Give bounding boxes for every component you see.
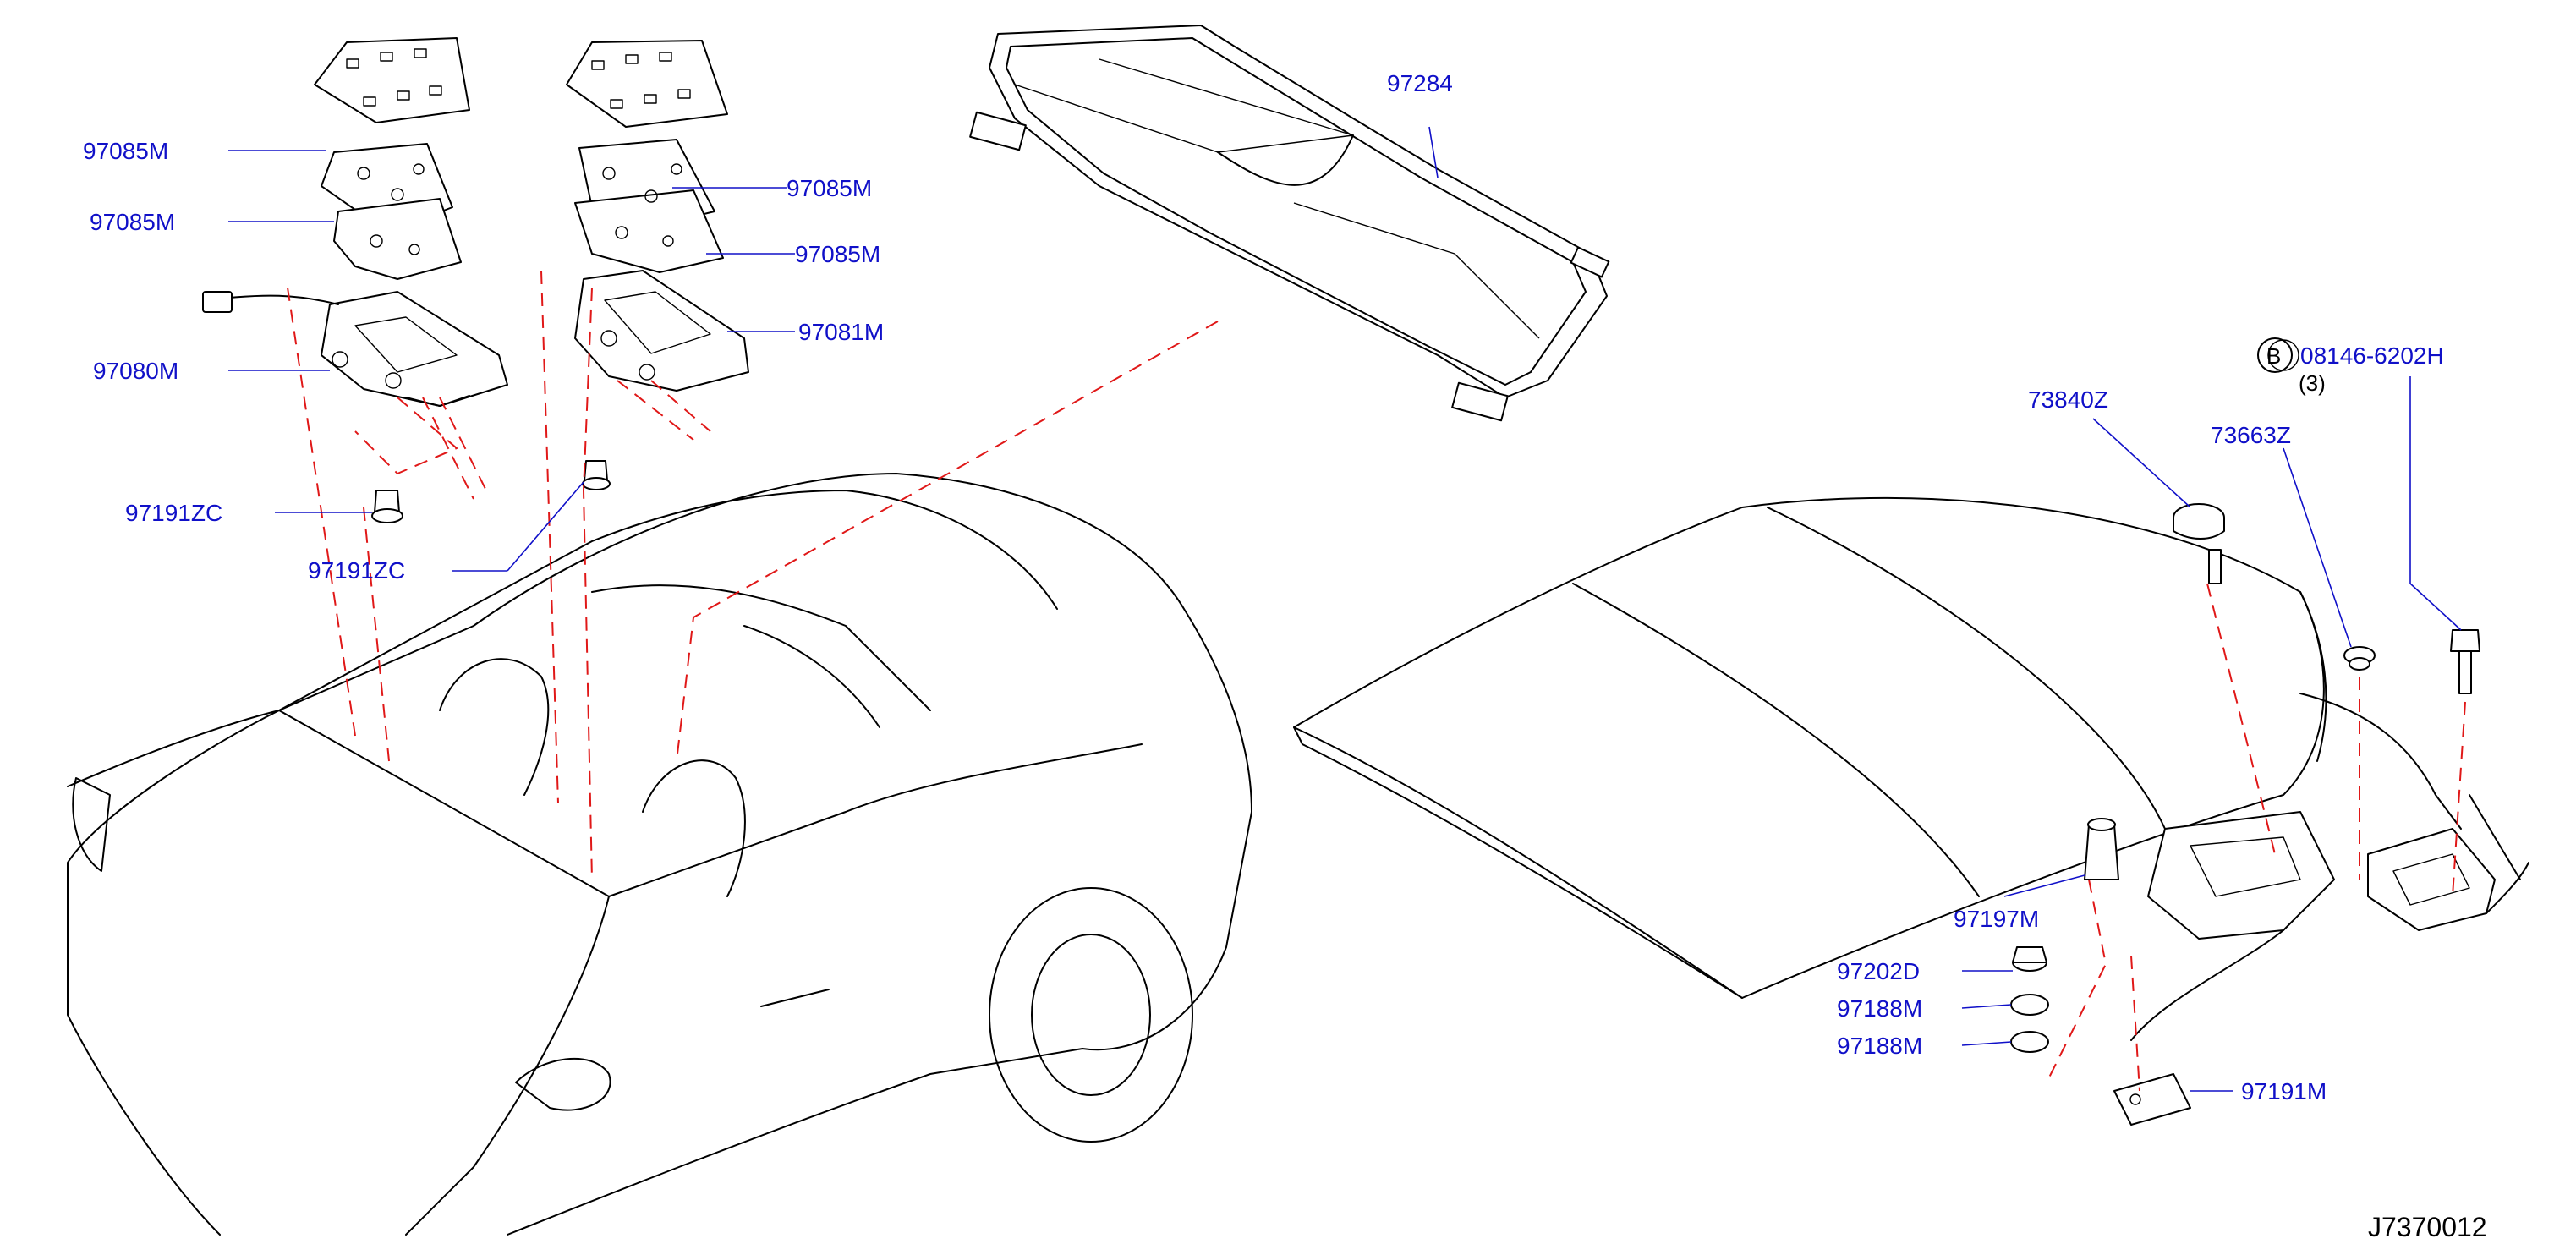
- leader-lines: [228, 126, 2462, 1092]
- left-panel-stack: [202, 37, 508, 407]
- left-lower-pad: [333, 198, 462, 280]
- washer-97188m-b: [2010, 1031, 2049, 1053]
- bolt-b-letter: B: [2266, 343, 2281, 369]
- label-97202d: 97202D: [1837, 958, 1920, 984]
- label-97188m-b: 97188M: [1837, 1033, 1922, 1059]
- roof-latch-mechanism: [2130, 693, 2529, 1041]
- label-97191zc-b: 97191ZC: [308, 557, 405, 584]
- grommet-73663z: [2343, 646, 2376, 671]
- right-lower-pad: [574, 189, 724, 273]
- cap-73840z: [2173, 503, 2225, 584]
- left-sensor-bracket: [321, 291, 508, 407]
- label-97080m: 97080M: [93, 358, 178, 384]
- reference-lines: [287, 270, 2466, 1092]
- part-labels: 97085M 97085M 97080M 97191ZC 97191ZC 970…: [83, 70, 2487, 1242]
- right-panel-stack: [566, 40, 749, 392]
- label-97081m: 97081M: [798, 319, 884, 345]
- right-sensor-bracket: [574, 270, 749, 392]
- label-97284: 97284: [1387, 70, 1453, 96]
- label-08146-qty: (3): [2299, 370, 2326, 396]
- clip-97191zc-left: [371, 490, 403, 523]
- label-97191zc-a: 97191ZC: [125, 500, 222, 526]
- label-08146-6202h: 08146-6202H: [2300, 343, 2444, 369]
- left-top-plate: [314, 37, 470, 123]
- wind-deflector: [969, 25, 1610, 422]
- label-73840z: 73840Z: [2028, 386, 2108, 413]
- label-97085m-b: 97085M: [90, 209, 175, 235]
- label-97085m-d: 97085M: [795, 241, 880, 267]
- right-top-plate: [566, 40, 728, 128]
- bolt-b-marker: [2257, 337, 2293, 373]
- convertible-roof: [1293, 496, 2327, 999]
- label-97085m-c: 97085M: [787, 175, 872, 201]
- label-97085m-a: 97085M: [83, 138, 168, 164]
- car-body: [67, 473, 1252, 1236]
- label-97188m-a: 97188M: [1837, 995, 1922, 1022]
- nut-97202d: [2012, 946, 2047, 972]
- label-73663z: 73663Z: [2211, 422, 2291, 448]
- bumper-97197m: [2084, 818, 2119, 880]
- diagram-code: J7370012: [2368, 1212, 2487, 1242]
- washer-97188m-a: [2010, 994, 2049, 1016]
- pad-97191m: [2113, 1073, 2191, 1126]
- clip-97191zc-right: [582, 460, 611, 490]
- label-97197m: 97197M: [1954, 906, 2039, 932]
- label-97191m: 97191M: [2241, 1078, 2327, 1104]
